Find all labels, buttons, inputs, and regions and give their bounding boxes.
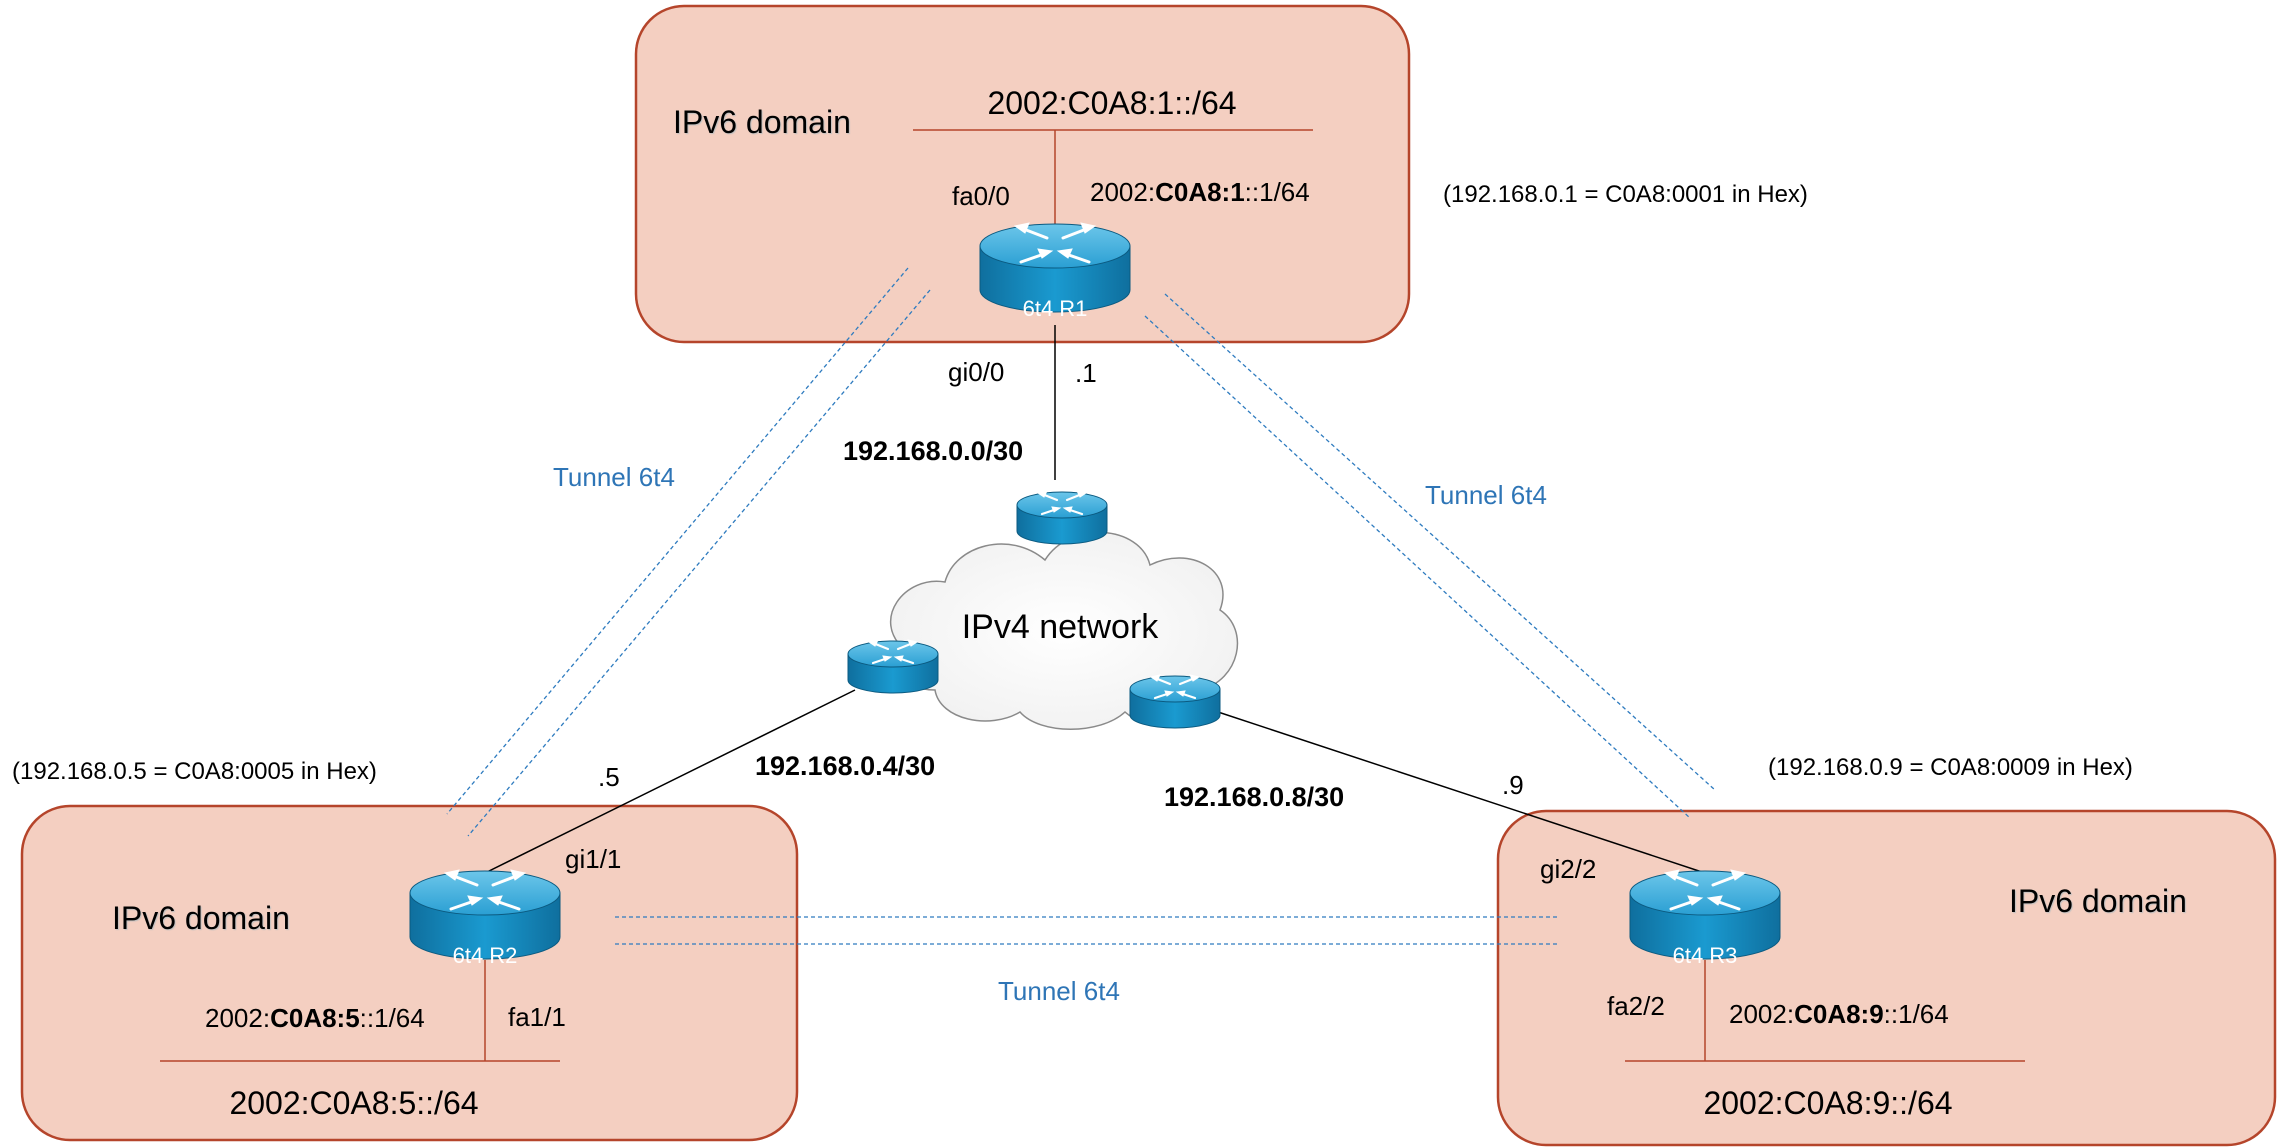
if-lan-r3: fa2/2 [1607, 991, 1665, 1021]
domain-label-r2: IPv6 domain [112, 900, 290, 936]
if-lan-r2: fa1/1 [508, 1002, 566, 1032]
tunnel-r1-r2-line-a [446, 267, 909, 815]
link-r2-isp [484, 689, 856, 874]
if-lan-r1: fa0/0 [952, 181, 1010, 211]
hostid-r2: .5 [598, 762, 620, 792]
router-r1-label: 6t4 R1 [1023, 296, 1088, 321]
hex-note-r3: (192.168.0.9 = C0A8:0009 in Hex) [1768, 754, 2133, 781]
ipv6-domain-r1-box [634, 4, 1411, 344]
prefix-r3: 2002:C0A8:9::/64 [1703, 1085, 1952, 1121]
isp-router-top[interactable] [1015, 489, 1109, 546]
tunnel-label-r1-r2: Tunnel 6t4 [553, 462, 675, 492]
router-r1[interactable]: 6t4 R1 [978, 221, 1132, 321]
tunnel-label-r1-r3: Tunnel 6t4 [1425, 480, 1547, 510]
tunnel-r1-r3-line-b [1144, 315, 1691, 819]
ipv4-network-label: IPv4 network [962, 608, 1160, 646]
router-r3-label: 6t4 R3 [1673, 943, 1738, 968]
subnet-r1: 192.168.0.0/30 [843, 436, 1023, 466]
addr-r2: 2002:C0A8:5::1/64 [205, 1003, 425, 1033]
ipv6-domain-r2-box [20, 804, 799, 1142]
subnet-r2: 192.168.0.4/30 [755, 751, 935, 781]
router-r3[interactable]: 6t4 R3 [1628, 868, 1782, 968]
tunnel-r1-r2-line-b [467, 289, 931, 837]
domain-label-r3: IPv6 domain [2009, 883, 2187, 919]
isp-router-right[interactable] [1128, 673, 1222, 730]
hex-note-r2: (192.168.0.5 = C0A8:0005 in Hex) [12, 758, 377, 785]
if-wan-r3: gi2/2 [1540, 854, 1596, 884]
hostid-r3: .9 [1502, 770, 1524, 800]
if-wan-r2: gi1/1 [565, 844, 621, 874]
prefix-r1: 2002:C0A8:1::/64 [987, 85, 1236, 121]
if-wan-r1: gi0/0 [948, 357, 1004, 387]
router-r2[interactable]: 6t4 R2 [408, 868, 562, 968]
hostid-r1: .1 [1075, 358, 1097, 388]
tunnel-label-r2-r3: Tunnel 6t4 [998, 976, 1120, 1006]
addr-r3: 2002:C0A8:9::1/64 [1729, 999, 1949, 1029]
router-r2-label: 6t4 R2 [453, 943, 518, 968]
isp-router-left[interactable] [846, 638, 940, 695]
hex-note-r1: (192.168.0.1 = C0A8:0001 in Hex) [1443, 181, 1808, 208]
tunnel-r1-r3-line-a [1164, 293, 1716, 791]
link-r3-isp [1211, 709, 1706, 874]
subnet-r3: 192.168.0.8/30 [1164, 782, 1344, 812]
addr-r1: 2002:C0A8:1::1/64 [1090, 177, 1310, 207]
domain-label-r1: IPv6 domain [673, 104, 851, 140]
prefix-r2: 2002:C0A8:5::/64 [229, 1085, 478, 1121]
